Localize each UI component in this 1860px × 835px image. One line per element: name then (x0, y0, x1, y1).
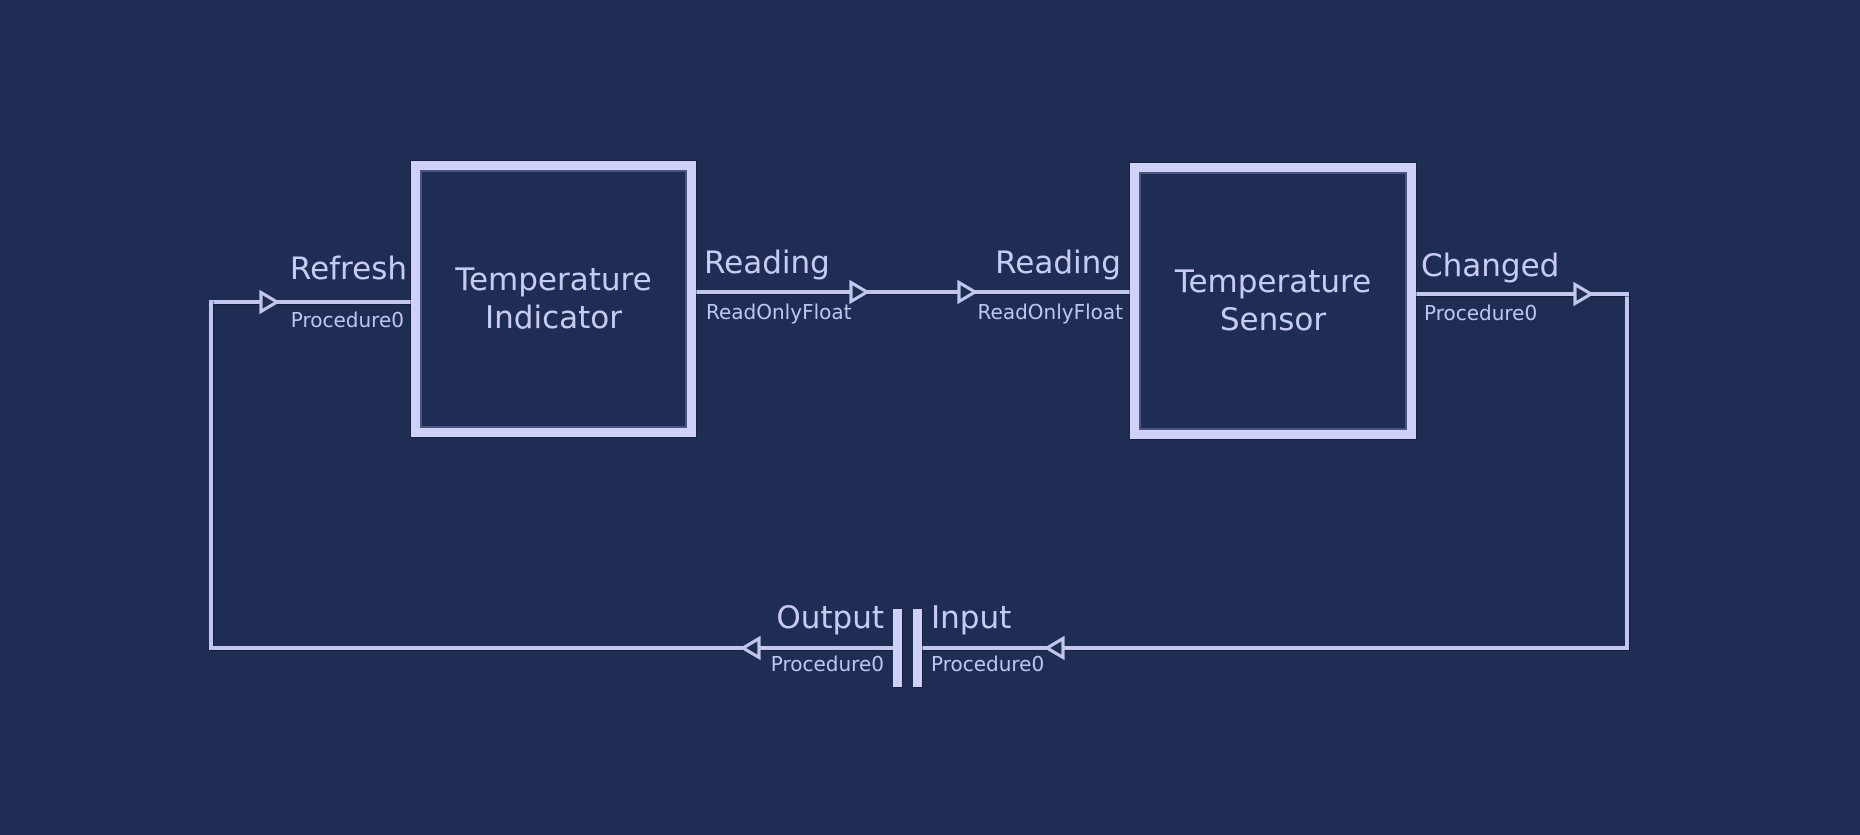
wire-changed[interactable] (1414, 292, 1629, 296)
wire-reading[interactable] (694, 290, 1132, 294)
port-type-input: Procedure0 (931, 652, 1045, 676)
arrowhead-input-left-icon[interactable] (1043, 635, 1067, 661)
arrowhead-refresh-right-icon[interactable] (257, 289, 281, 315)
wire-bottom-input[interactable] (922, 646, 1629, 650)
port-label-reading-in: Reading (995, 245, 1121, 281)
port-label-refresh: Refresh (289, 251, 407, 287)
arrowhead-reading-out-icon[interactable] (847, 279, 871, 305)
arrowhead-reading-in-icon[interactable] (955, 279, 979, 305)
wire-left-vertical[interactable] (209, 300, 213, 650)
junction-bar-input[interactable] (913, 609, 922, 687)
node-temperature-indicator[interactable]: Temperature Indicator (411, 161, 696, 437)
node-title: Temperature Indicator (455, 262, 652, 336)
port-type-refresh: Procedure0 (290, 308, 404, 332)
port-type-reading-in: ReadOnlyFloat (977, 300, 1123, 324)
wire-refresh[interactable] (209, 300, 413, 304)
port-type-output: Procedure0 (770, 652, 884, 676)
arrowhead-output-left-icon[interactable] (739, 635, 763, 661)
port-type-changed: Procedure0 (1424, 301, 1538, 325)
port-label-changed: Changed (1421, 248, 1560, 284)
port-label-output: Output (776, 600, 884, 636)
port-label-input: Input (931, 600, 1012, 636)
junction-bar-output[interactable] (893, 609, 902, 687)
arrowhead-changed-right-icon[interactable] (1571, 281, 1595, 307)
node-title: Temperature Sensor (1174, 264, 1372, 338)
port-label-reading-out: Reading (704, 245, 830, 281)
wire-bottom-output[interactable] (209, 646, 894, 650)
port-type-reading-out: ReadOnlyFloat (706, 300, 852, 324)
node-temperature-sensor[interactable]: Temperature Sensor (1130, 163, 1416, 439)
wire-right-vertical[interactable] (1625, 292, 1629, 650)
